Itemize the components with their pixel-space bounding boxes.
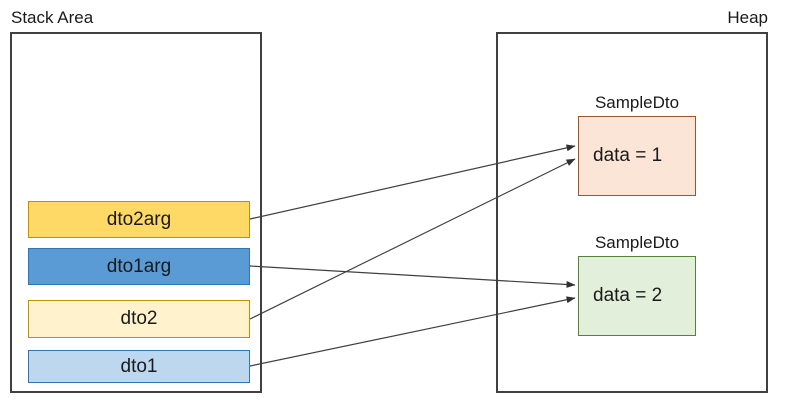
stack-frame-dto2: dto2	[28, 300, 250, 338]
stack-area-title: Stack Area	[11, 8, 94, 27]
heap-area-container	[496, 32, 768, 393]
stack-frame-label: dto1	[120, 355, 158, 377]
heap-object-type-name: SampleDto	[594, 233, 680, 252]
stack-frame-dto1arg: dto1arg	[28, 248, 250, 285]
heap-object-field: data = 1	[593, 145, 663, 166]
heap-area-title: Heap	[727, 8, 768, 27]
heap-object-1: data = 1	[578, 116, 696, 196]
stack-frame-label: dto2arg	[106, 208, 172, 230]
stack-frame-dto2arg: dto2arg	[28, 201, 250, 238]
heap-object-type-name: SampleDto	[594, 93, 680, 112]
stack-frame-label: dto1arg	[106, 255, 172, 277]
heap-object-field: data = 2	[593, 285, 663, 306]
stack-frame-label: dto2	[120, 308, 158, 329]
heap-object-2: data = 2	[578, 256, 696, 336]
stack-frame-dto1: dto1	[28, 350, 250, 383]
